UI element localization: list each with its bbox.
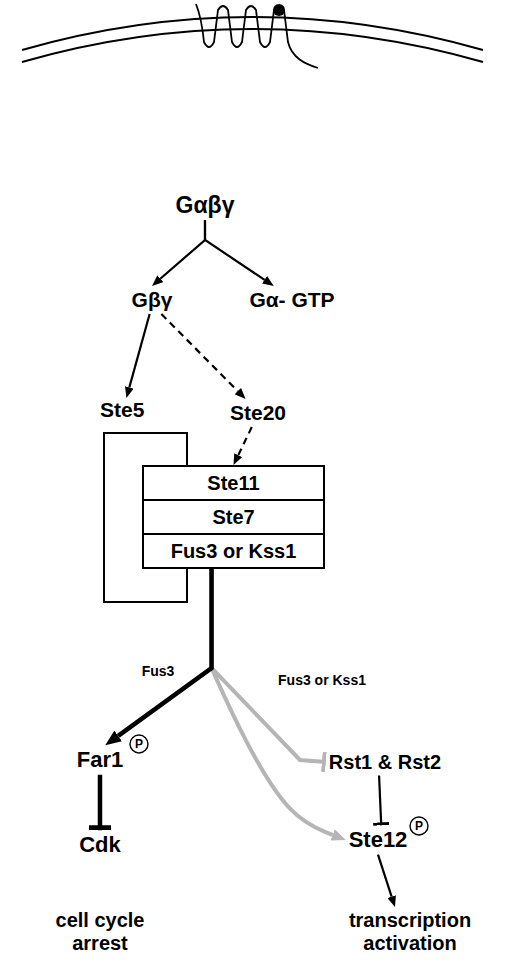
node-text: Ste20 <box>230 401 286 425</box>
node-text: Ste11 <box>207 472 259 495</box>
node-text: P <box>415 820 423 832</box>
inhibition-connector <box>212 569 326 762</box>
phospho-circle: P <box>129 734 149 754</box>
dashed-arrow <box>161 314 237 391</box>
kinase-box: Fus3 or Kss1 <box>142 533 325 569</box>
node-text: Gβγ <box>132 288 173 312</box>
receptor-symbol <box>196 4 318 68</box>
inhibition-connector <box>98 775 103 831</box>
node-text: P <box>135 738 143 750</box>
node-text: Gα- GTP <box>249 288 334 312</box>
activation-arrow <box>378 855 392 897</box>
protein-label: Ste12 <box>346 825 411 854</box>
activation-arrow <box>205 220 265 280</box>
node-text: Gαβγ <box>176 192 235 218</box>
kinase-box: Ste7 <box>142 499 325 535</box>
phospho-circle: P <box>409 816 429 836</box>
activation-arrow <box>160 220 205 279</box>
protein-label: Cdk <box>76 830 124 859</box>
node-text: transcription activation <box>338 909 482 955</box>
protein-label: Gαβγ <box>173 190 238 220</box>
kinase-box: Ste11 <box>142 465 325 501</box>
outcome-label: transcription activation <box>335 907 485 957</box>
protein-label: Gβγ <box>129 286 176 314</box>
node-text: Ste5 <box>100 398 188 422</box>
node-text: Ste7 <box>212 506 254 529</box>
branch-label: Fus3 <box>140 663 177 679</box>
protein-label: Rst1 & Rst2 <box>326 749 444 776</box>
node-text: Fus3 or Kss1 <box>171 540 297 563</box>
inhibition-connector <box>379 776 381 826</box>
membrane-inner <box>22 29 483 62</box>
dashed-arrow <box>238 427 252 455</box>
node-text: Far1 <box>77 747 123 772</box>
outcome-note: cell cycle arrest <box>38 909 162 955</box>
protein-label: Ste20 <box>227 399 289 427</box>
node-text: Ste12 <box>349 827 408 852</box>
ligand-dot <box>273 4 285 16</box>
protein-label: Gα- GTP <box>246 286 337 314</box>
node-text: Cdk <box>79 832 121 857</box>
activation-arrow <box>212 569 333 835</box>
activation-arrow <box>118 569 211 736</box>
branch-label: Fus3 or Kss1 <box>276 672 368 688</box>
node-text: Rst1 & Rst2 <box>329 751 441 774</box>
activation-arrow <box>129 314 149 387</box>
protein-label: Far1 <box>74 745 126 774</box>
